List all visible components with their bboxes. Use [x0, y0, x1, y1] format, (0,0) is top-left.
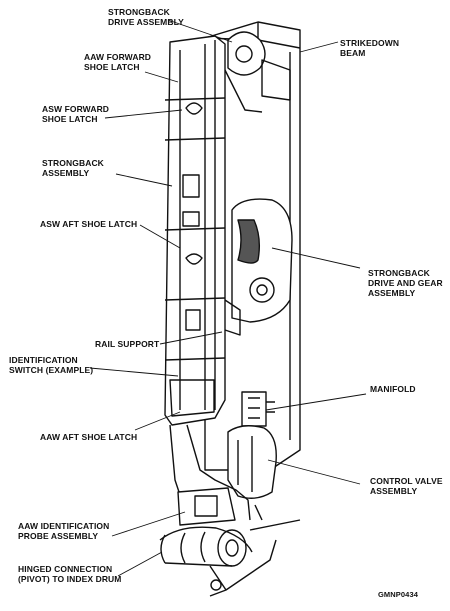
control-valve-body: [227, 425, 277, 521]
strongback-body: [164, 35, 226, 426]
leader-hinged-connection: [117, 551, 163, 577]
label-identification-switch: IDENTIFICATION SWITCH (EXAMPLE): [9, 355, 94, 375]
leader-aaw-probe: [111, 511, 186, 537]
leader-strikedown-beam: [299, 41, 339, 53]
label-manifold: MANIFOLD: [370, 384, 416, 394]
label-asw-forward-shoe-latch: ASW FORWARD SHOE LATCH: [42, 104, 110, 124]
label-control-valve-assembly: CONTROL VALVE ASSEMBLY: [370, 476, 443, 496]
figure-code: GMNP0434: [378, 590, 418, 599]
leader-asw-aft-latch: [139, 224, 181, 249]
label-aaw-forward-shoe-latch: AAW FORWARD SHOE LATCH: [84, 52, 152, 72]
leader-drive-gear: [271, 247, 361, 269]
leader-rail-support: [159, 331, 223, 345]
leader-aaw-aft-latch: [134, 411, 181, 431]
label-strongback-drive-assembly: STRONGBACK DRIVE ASSEMBLY: [108, 7, 184, 27]
drive-gear-housing: [224, 198, 293, 336]
label-strongback-drive-gear-assembly: STRONGBACK DRIVE AND GEAR ASSEMBLY: [368, 268, 443, 298]
label-hinged-connection: HINGED CONNECTION (PIVOT) TO INDEX DRUM: [18, 564, 122, 584]
leader-lines: [89, 19, 367, 577]
manifold-block: [241, 391, 275, 427]
leader-asw-forward-latch: [104, 109, 183, 119]
leader-strongback-assembly: [115, 173, 173, 187]
label-asw-aft-shoe-latch: ASW AFT SHOE LATCH: [40, 219, 138, 229]
leader-manifold: [265, 393, 367, 411]
leader-control-valve: [267, 459, 361, 485]
label-aaw-identification-probe: AAW IDENTIFICATION PROBE ASSEMBLY: [18, 521, 110, 541]
leader-strongback-drive: [167, 19, 233, 43]
lower-pivot-fitting: [159, 424, 301, 597]
label-aaw-aft-shoe-latch: AAW AFT SHOE LATCH: [40, 432, 138, 442]
leader-aaw-forward-latch: [144, 71, 179, 83]
label-strikedown-beam: STRIKEDOWN BEAM: [340, 38, 400, 58]
label-strongback-assembly: STRONGBACK ASSEMBLY: [42, 158, 104, 178]
strongback-drive-mechanism: [224, 31, 291, 113]
leader-identification-switch: [89, 367, 179, 377]
label-rail-support: RAIL SUPPORT: [95, 339, 160, 349]
